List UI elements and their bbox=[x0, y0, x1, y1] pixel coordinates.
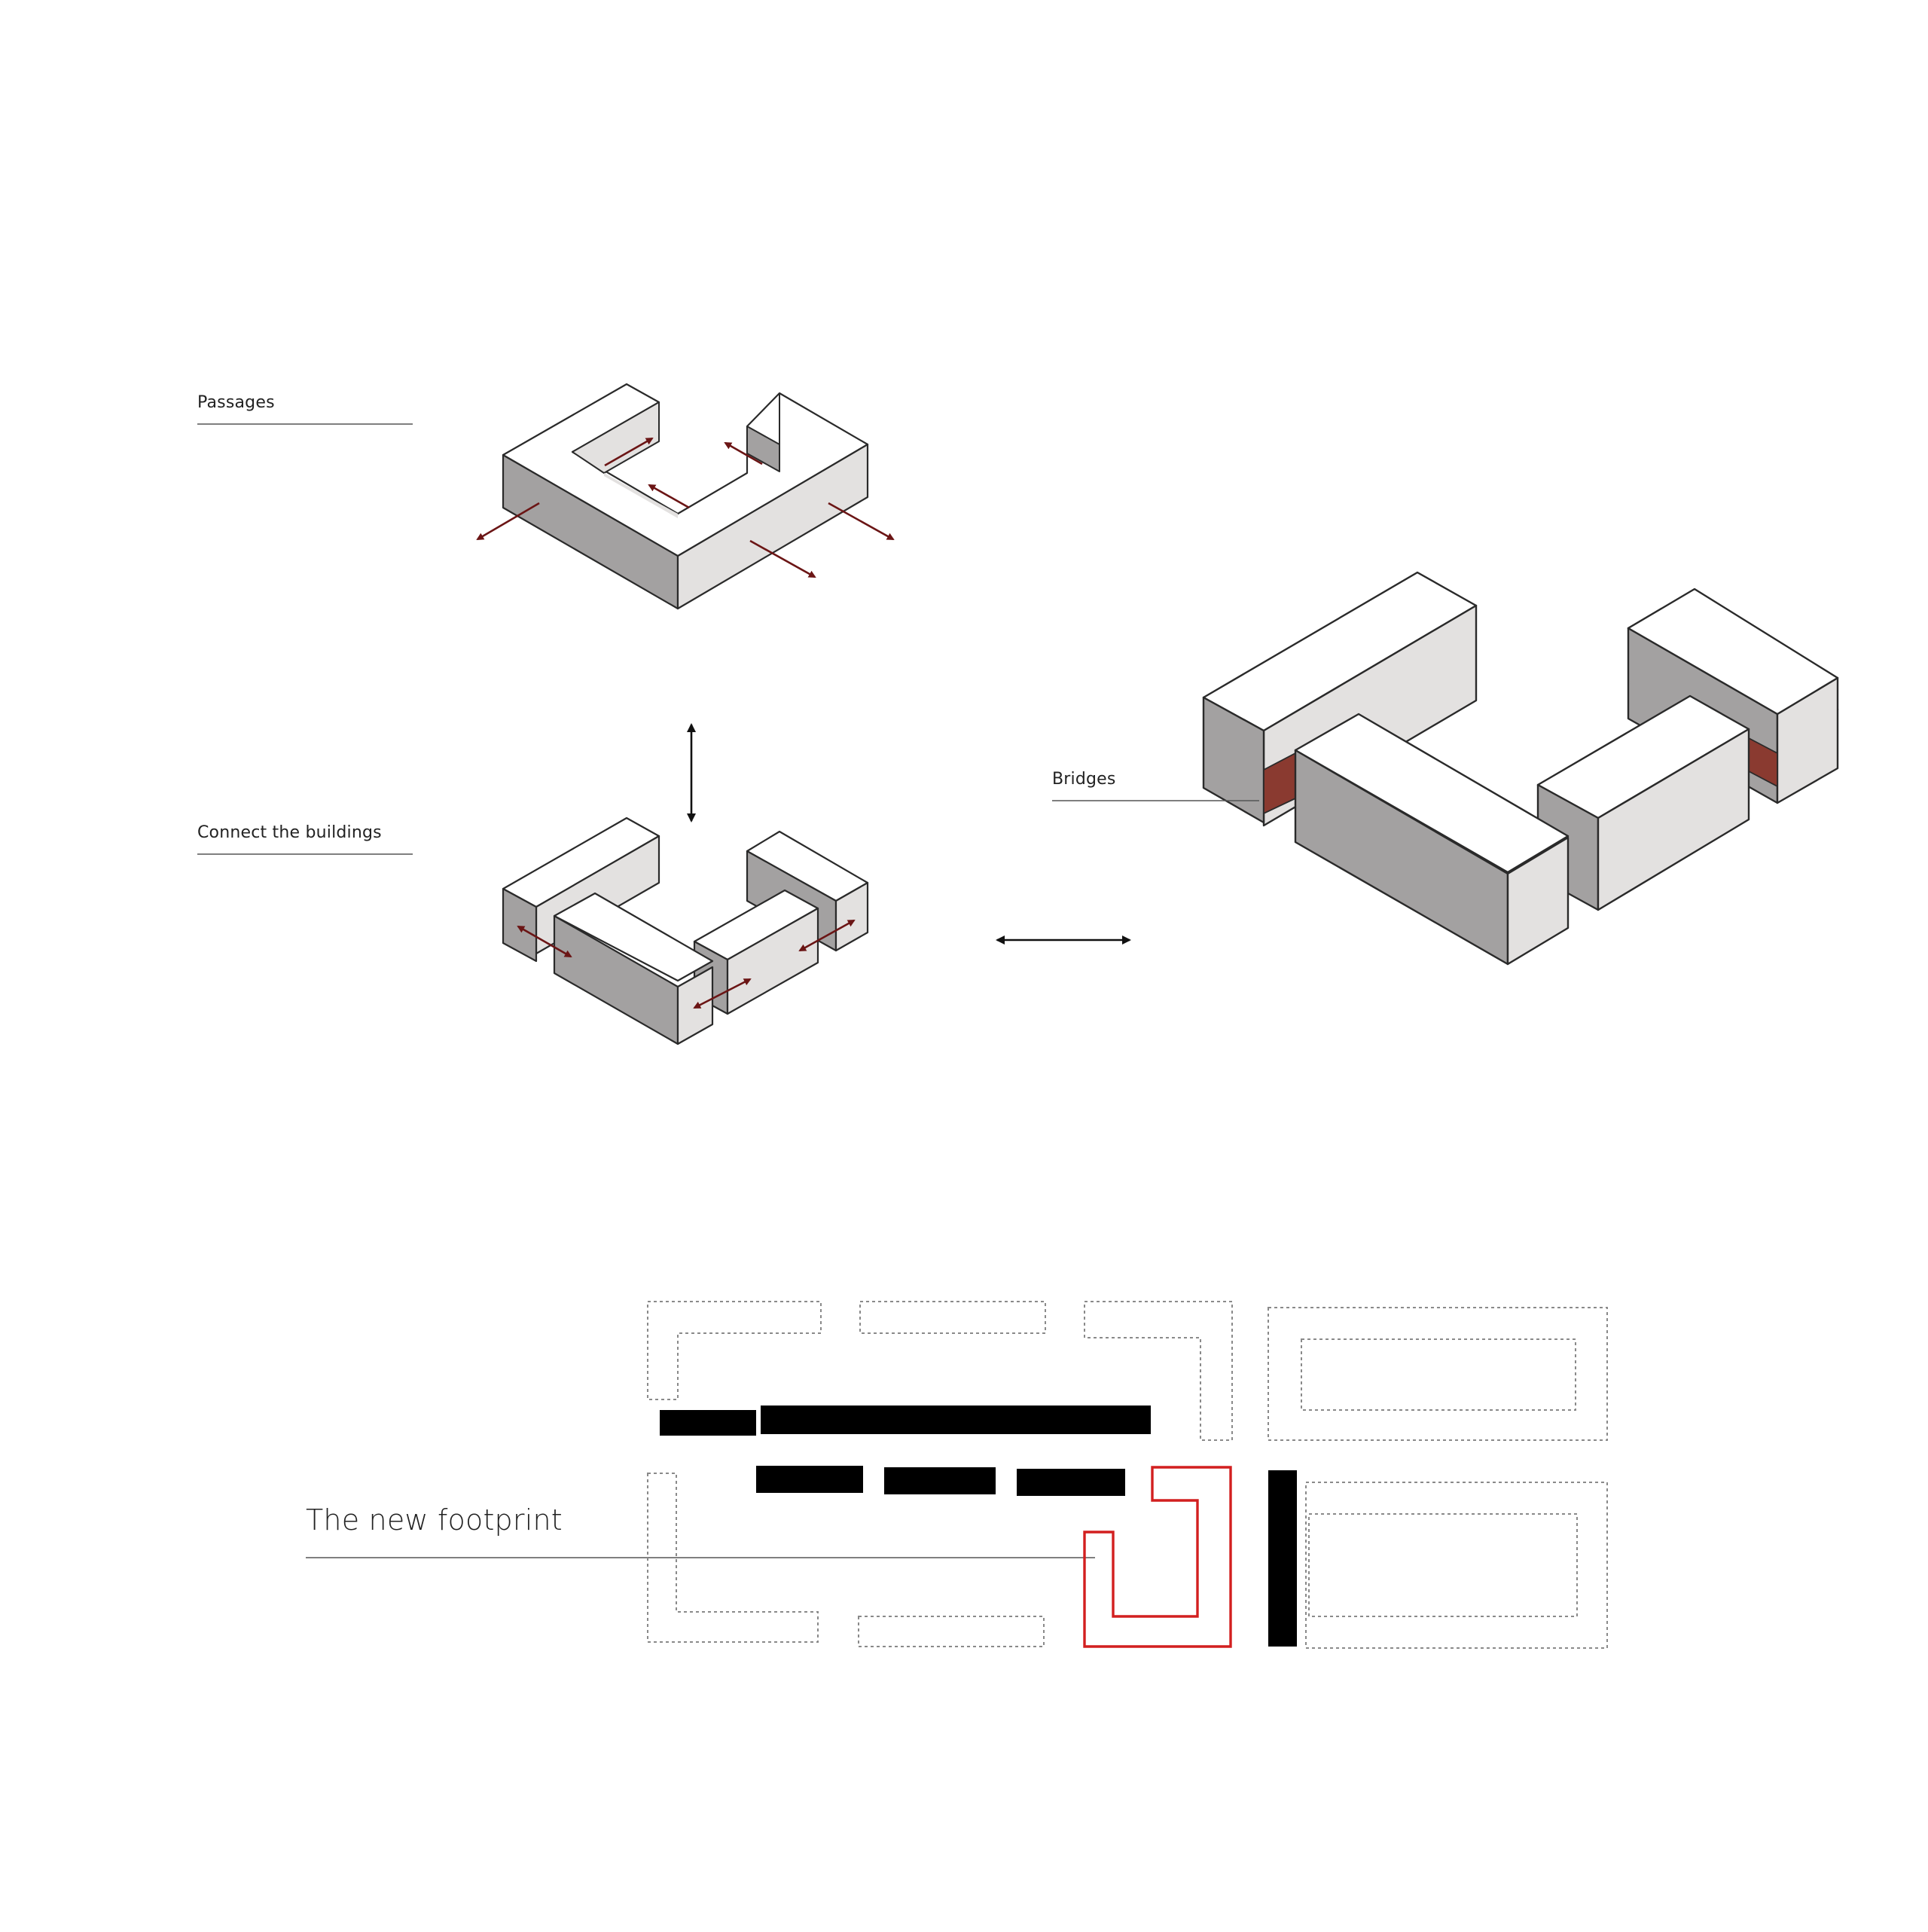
existing-bldg-top-right bbox=[1084, 1301, 1233, 1441]
connection-arrow-left bbox=[517, 925, 572, 958]
bridged-blocks-massing bbox=[1202, 571, 1839, 966]
existing-bldg-top-far-right-outer bbox=[1268, 1307, 1608, 1441]
existing-bldg-bottom-left bbox=[647, 1473, 819, 1643]
passage-arrow-inner-3 bbox=[724, 441, 763, 465]
solid-block-short-2 bbox=[884, 1467, 996, 1494]
passage-arrow-out-right bbox=[828, 502, 895, 541]
block-front-left-top bbox=[553, 892, 714, 982]
big-front-left-right bbox=[1506, 836, 1570, 966]
big-front-right-right bbox=[1597, 728, 1750, 911]
connect-buildings-label: Connect the buildings bbox=[197, 823, 382, 842]
site-plan bbox=[647, 1301, 1608, 1649]
passage-arrow-inner-1 bbox=[604, 437, 654, 467]
solid-block-long-main bbox=[761, 1406, 1151, 1434]
solid-block-short-1 bbox=[756, 1466, 863, 1493]
passage-arrows bbox=[476, 437, 895, 578]
new-footprint-outline bbox=[1083, 1466, 1232, 1648]
solid-block-short-3 bbox=[1017, 1469, 1125, 1496]
existing-bldg-bottom-right-outer bbox=[1305, 1482, 1608, 1649]
existing-bldg-bottom-mid bbox=[858, 1616, 1045, 1647]
passage-arrow-inner-2 bbox=[648, 484, 690, 509]
connection-arrows bbox=[517, 919, 856, 1009]
passage-arrow-out-left bbox=[476, 502, 540, 541]
passage-arrow-out-front bbox=[749, 539, 816, 578]
passages-label: Passages bbox=[197, 393, 275, 412]
solid-block-vertical bbox=[1268, 1470, 1297, 1647]
solid-block-long-left bbox=[660, 1410, 756, 1436]
u-shaped-massing bbox=[476, 383, 895, 610]
connection-arrow-front bbox=[693, 978, 752, 1009]
bridges-label: Bridges bbox=[1052, 770, 1116, 789]
big-back-left-front bbox=[1202, 696, 1265, 824]
new-footprint-label: The new footprint bbox=[306, 1503, 563, 1537]
existing-bldg-top-left bbox=[647, 1301, 822, 1400]
existing-bldg-top-far-right-inner bbox=[1301, 1338, 1576, 1411]
new-solid-blocks bbox=[660, 1406, 1297, 1647]
existing-buildings-dotted bbox=[647, 1301, 1608, 1649]
u-inner-back-wall bbox=[604, 473, 678, 518]
existing-bldg-bottom-right-inner bbox=[1308, 1513, 1578, 1617]
existing-bldg-top-mid bbox=[859, 1301, 1046, 1334]
split-blocks-massing bbox=[502, 816, 869, 1045]
connection-arrow-right bbox=[798, 919, 856, 952]
